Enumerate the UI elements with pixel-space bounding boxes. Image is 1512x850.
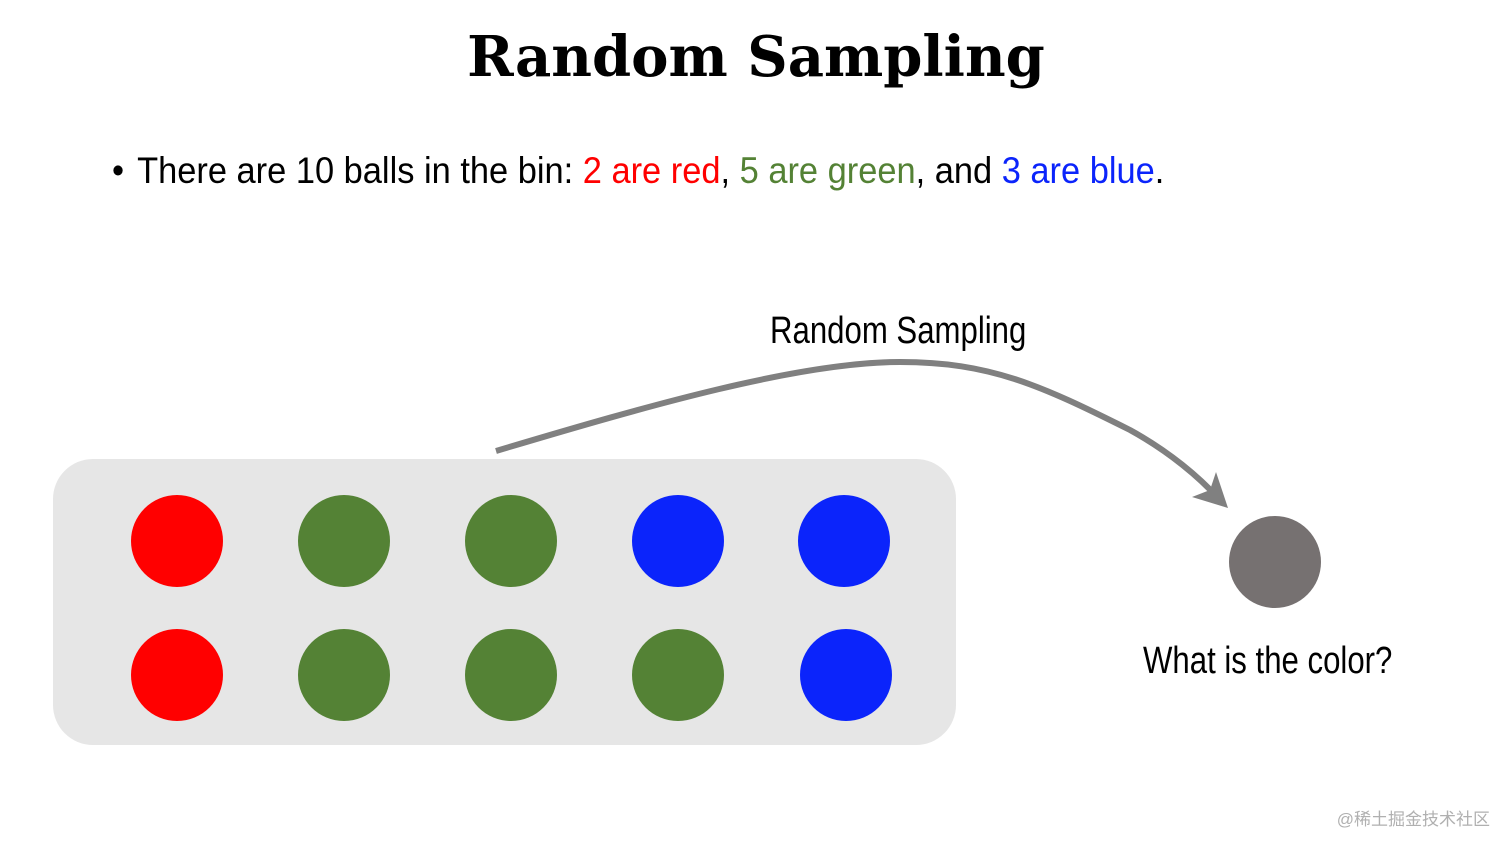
bullet-statement: • There are 10 balls in the bin: 2 are re…: [112, 150, 1164, 192]
ball-blue: [632, 495, 724, 587]
bullet-text-green: 5 are green: [739, 150, 916, 191]
bullet-text-sep2: , and: [915, 150, 1002, 191]
ball-green: [298, 629, 390, 721]
watermark: @稀土掘金技术社区: [1336, 810, 1490, 829]
ball-green: [632, 629, 724, 721]
ball-green: [465, 495, 557, 587]
bullet-text-blue: 3 are blue: [1001, 150, 1155, 191]
bullet-text-intro: There are 10 balls in the bin:: [137, 150, 583, 191]
ball-green: [298, 495, 390, 587]
sampled-ball: [1229, 516, 1321, 608]
arrow-label: Random Sampling: [770, 310, 1027, 352]
question-caption: What is the color?: [1143, 640, 1393, 682]
bullet-text-red: 2 are red: [582, 150, 721, 191]
bullet-text-end: .: [1154, 150, 1165, 191]
bullet-text-sep1: ,: [720, 150, 740, 191]
ball-blue: [800, 629, 892, 721]
bullet-marker: •: [112, 150, 125, 191]
ball-green: [465, 629, 557, 721]
ball-blue: [798, 495, 890, 587]
ball-red: [131, 495, 223, 587]
slide-title: Random Sampling: [467, 24, 1045, 90]
ball-red: [131, 629, 223, 721]
